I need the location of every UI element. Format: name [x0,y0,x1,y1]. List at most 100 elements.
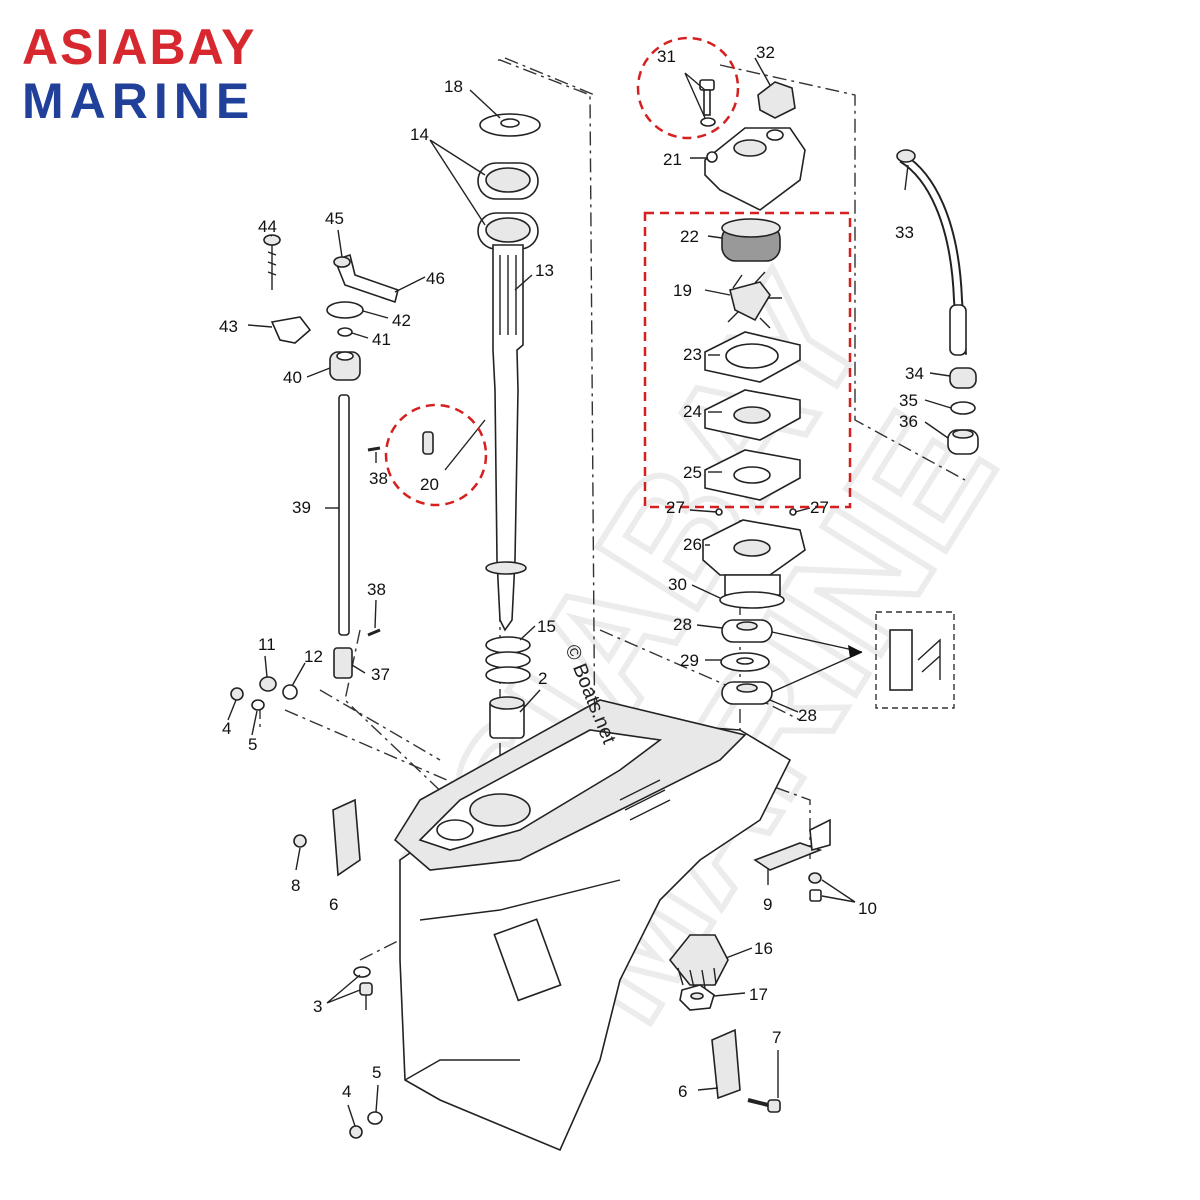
part-number-labels: 2 3 4 4 5 5 6 6 7 8 9 10 11 12 13 14 15 … [219,43,924,1101]
label-26: 26 [683,535,702,554]
label-11: 11 [258,635,276,654]
brand-logo-top: ASIABAY [22,19,257,75]
part-32-grommet [757,81,796,119]
label-27-right: 27 [810,498,829,517]
label-35: 35 [899,391,918,410]
part-14-bearings [477,162,539,250]
part-7-bolt [747,1098,781,1113]
part-35-seal [950,401,976,415]
part-34-grommet [949,367,977,389]
part-38-pin-lower [367,628,381,637]
part-16-pinion-gear [668,934,729,989]
label-14: 14 [410,125,429,144]
label-28-upper: 28 [673,615,692,634]
part-18-washer [479,113,541,137]
part-28-seal-top [721,619,773,643]
part-43-plate [270,316,312,344]
part-15-spring [485,636,531,684]
label-41: 41 [372,330,391,349]
label-6-lower: 6 [678,1082,687,1101]
label-21: 21 [663,150,682,169]
part-33-water-tube [896,149,967,356]
part-26-pump-base [702,508,806,596]
part-38-pin-upper [367,446,381,452]
part-17-nut [679,984,715,1011]
label-5-lower: 5 [372,1063,381,1082]
label-4-upper: 4 [222,719,231,738]
label-9: 9 [763,895,772,914]
label-18: 18 [444,77,463,96]
label-38-upper: 38 [369,469,388,488]
part-9-trim-tab [753,818,831,871]
part-25-gasket [704,449,801,501]
label-38-lower: 38 [367,580,386,599]
part-5-washer-lower [367,1111,383,1125]
part-19-impeller [727,271,782,329]
part-4-nut-upper [230,687,244,701]
part-13-drive-shaft [485,244,527,632]
part-23-gasket [704,331,801,383]
label-22: 22 [680,227,699,246]
part-28-seal-bottom [721,681,773,705]
part-29-spacer [720,652,770,672]
part-6-anode-upper [332,798,361,877]
part-6-anode-lower [711,1028,741,1100]
label-3: 3 [313,997,322,1016]
leader-lines [227,57,952,1127]
part-24-outer-plate [704,389,801,441]
highlight-circle-20 [384,403,488,507]
seal-orientation-detail [771,611,955,709]
label-10: 10 [858,899,877,918]
part-30-o-ring [719,591,785,609]
part-31-bolt [699,79,716,127]
label-39: 39 [292,498,311,517]
part-11-bolt [259,676,277,692]
part-37-shift-connector [333,647,353,679]
part-39-shift-rod [338,394,350,636]
highlight-circle-31 [636,36,740,140]
label-20: 20 [420,475,439,494]
label-29: 29 [680,651,699,670]
part-12-washer [282,684,298,700]
part-21-pump-housing [704,127,806,211]
part-44-screw [263,234,281,290]
label-24: 24 [683,402,702,421]
part-45-46-shift-lever [333,253,399,304]
part-42-o-ring [326,301,364,319]
label-13: 13 [535,261,554,280]
label-46: 46 [426,269,445,288]
part-36-grommet [947,429,979,455]
gearcase-housing [393,699,792,1152]
label-45: 45 [325,209,344,228]
brand-logo-bottom: MARINE [22,73,256,129]
label-23: 23 [683,345,702,364]
label-40: 40 [283,368,302,387]
part-40-bushing [329,351,361,381]
part-3-bolt [353,966,373,1010]
label-42: 42 [392,311,411,330]
label-37: 37 [371,665,390,684]
label-43: 43 [219,317,238,336]
label-36: 36 [899,412,918,431]
label-16: 16 [754,939,773,958]
label-44: 44 [258,217,277,236]
part-22-impeller-housing-insert [721,218,781,262]
label-34: 34 [905,364,924,383]
label-30: 30 [668,575,687,594]
label-17: 17 [749,985,768,1004]
label-5-upper: 5 [248,735,257,754]
part-41-o-ring [337,327,353,337]
label-15: 15 [537,617,556,636]
part-4-nut-lower [349,1125,363,1139]
label-2: 2 [538,669,547,688]
label-19: 19 [673,281,692,300]
label-27-left: 27 [666,498,685,517]
label-8: 8 [291,876,300,895]
part-20-key [422,431,434,455]
highlight-markers [384,36,852,509]
label-12: 12 [304,647,323,666]
part-8-nut [293,834,307,848]
label-32: 32 [756,43,775,62]
highlight-box-pump-kit [643,211,852,509]
